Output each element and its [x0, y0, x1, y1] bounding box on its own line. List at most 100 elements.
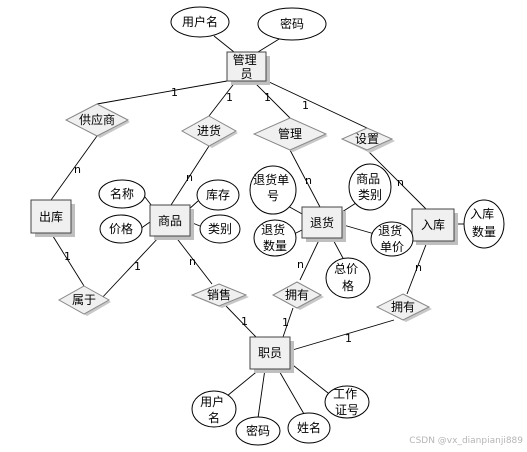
cardinality-admin-setup: 1 [302, 99, 309, 112]
cardinality-goods-sell: n [189, 255, 196, 268]
relationship-setup-label: 设置 [355, 132, 379, 146]
relationship-own-return-label: 拥有 [285, 288, 309, 302]
relationship-own-return: 拥有 [271, 281, 324, 310]
entity-inbound-label: 入库 [421, 217, 445, 232]
edge-admin-purchase [208, 80, 237, 117]
relationship-belong-label: 属于 [72, 293, 96, 307]
attribute-goods-name-label: 名称 [110, 186, 134, 201]
attribute-staff-username-label: 用户 名 [200, 394, 228, 425]
attributes: 用户名 密码 名称 价格 库存 类别 退货单 号 [98, 6, 505, 446]
attribute-goods-category: 类别 [199, 214, 241, 244]
entity-goods-label: 商品 [158, 213, 182, 228]
attribute-return-total: 总价 格 [325, 257, 371, 299]
attribute-return-price-label: 退货 单价 [378, 223, 406, 254]
edge-goods-sell [174, 235, 213, 285]
entity-store-label: 出库 [39, 209, 63, 224]
attribute-staff-name: 姓名 [287, 412, 331, 444]
cardinality-manage-return: n [305, 174, 312, 187]
edge-own1-staff [282, 307, 294, 338]
cardinality-own2-staff: 1 [345, 332, 352, 345]
edge-staff-name [277, 368, 305, 415]
entity-goods: 商品 [149, 204, 194, 240]
attribute-return-no-label: 退货单 号 [253, 172, 293, 203]
cardinality-admin-supply: 1 [171, 86, 178, 99]
attribute-return-price: 退货 单价 [370, 221, 414, 257]
attribute-admin-password: 密码 [257, 7, 327, 41]
edge-inbound-own2 [406, 241, 428, 295]
edge-store-belong [50, 232, 85, 287]
attribute-staff-password: 密码 [235, 416, 281, 446]
entity-staff: 职员 [249, 336, 294, 373]
relationship-manage: 管理 [252, 117, 328, 152]
edge-supply-store [50, 135, 98, 201]
edge-manage-return [289, 149, 321, 208]
edge-admin-manage [252, 80, 291, 119]
attribute-return-qty: 退货 数量 [253, 219, 297, 257]
entity-return-label: 退货 [310, 215, 334, 230]
entity-store: 出库 [30, 199, 75, 237]
entity-return: 退货 [301, 206, 346, 242]
edge-admin-setup [266, 80, 368, 129]
attribute-return-total-label: 总价 格 [334, 262, 362, 293]
edge-staff-username [226, 368, 261, 397]
relationship-supply-label: 供应商 [79, 112, 115, 127]
cardinality-store-belong: 1 [64, 250, 71, 263]
edge-goods-belong [99, 235, 161, 301]
relationship-supply: 供应商 [64, 103, 130, 138]
relationship-manage-label: 管理 [278, 126, 302, 141]
attribute-goods-category-label: 类别 [208, 222, 232, 236]
watermark-text: CSDN @vx_dianpianji889 [409, 436, 523, 446]
attribute-staff-username: 用户 名 [191, 390, 237, 428]
attribute-goods-stock-label: 库存 [206, 187, 230, 202]
entities: 管理 员 出库 商品 退货 入库 职员 [30, 51, 458, 373]
attribute-goods-name: 名称 [98, 179, 146, 209]
attribute-staff-id-label: 工作 证号 [333, 387, 361, 417]
relationship-sell: 销售 [190, 283, 249, 308]
cardinality-sell-staff: 1 [241, 315, 248, 328]
relationship-own-inbound: 拥有 [375, 293, 432, 322]
edge-sell-staff [225, 305, 257, 338]
relationship-belong: 属于 [57, 285, 111, 316]
attribute-inbound-qty: 入库 数量 [463, 199, 505, 249]
edge-return-category [341, 202, 357, 213]
entity-staff-label: 职员 [258, 346, 282, 360]
attribute-staff-password-label: 密码 [246, 423, 270, 438]
attribute-inbound-qty-label: 入库 数量 [470, 206, 498, 239]
entity-admin-label: 管理 员 [233, 52, 261, 81]
edge-admin-supply [96, 80, 228, 105]
attribute-staff-name-label: 姓名 [297, 420, 321, 435]
attribute-return-category-label: 商品 类别 [356, 171, 384, 202]
relationships: 供应商 进货 管理 设置 属于 销售 拥 [57, 103, 432, 322]
cardinality-admin-manage: 1 [264, 91, 271, 104]
cardinality-labels: 1 1 1 1 n n n n 1 1 n 1 n 1 n 1 [64, 86, 422, 345]
cardinality-goods-belong: 1 [134, 260, 141, 273]
relationship-sell-label: 销售 [207, 287, 231, 302]
edge-return-own1 [299, 237, 321, 281]
relationship-own-inbound-label: 拥有 [391, 300, 415, 314]
cardinality-supply-store: n [74, 163, 81, 176]
edge-purchase-goods [170, 145, 210, 206]
cardinality-return-own1: n [297, 258, 304, 271]
edge-staff-id [288, 361, 329, 394]
entity-admin: 管理 员 [226, 51, 270, 85]
relationship-purchase-label: 进货 [197, 123, 221, 138]
cardinality-purchase-goods: n [186, 171, 193, 184]
entity-inbound: 入库 [411, 208, 458, 245]
relationship-setup: 设置 [340, 127, 395, 153]
cardinality-admin-purchase: 1 [226, 91, 233, 104]
edge-setup-inbound [366, 149, 428, 211]
attribute-goods-price: 价格 [99, 214, 143, 244]
attribute-goods-price-label: 价格 [109, 221, 133, 236]
cardinality-own1-staff: 1 [282, 316, 289, 329]
attribute-return-qty-label: 退货 数量 [261, 222, 289, 253]
attribute-staff-id: 工作 证号 [324, 385, 370, 419]
attribute-admin-username-label: 用户名 [182, 14, 218, 29]
edge-staff-password [257, 368, 266, 419]
attribute-return-category: 商品 类别 [348, 163, 392, 211]
edge-own2-staff [288, 319, 395, 352]
relationship-purchase: 进货 [180, 115, 238, 148]
edge-admin-username [213, 35, 235, 53]
cardinality-inbound-own2: n [415, 261, 422, 274]
attribute-return-no: 退货单 号 [249, 165, 297, 215]
